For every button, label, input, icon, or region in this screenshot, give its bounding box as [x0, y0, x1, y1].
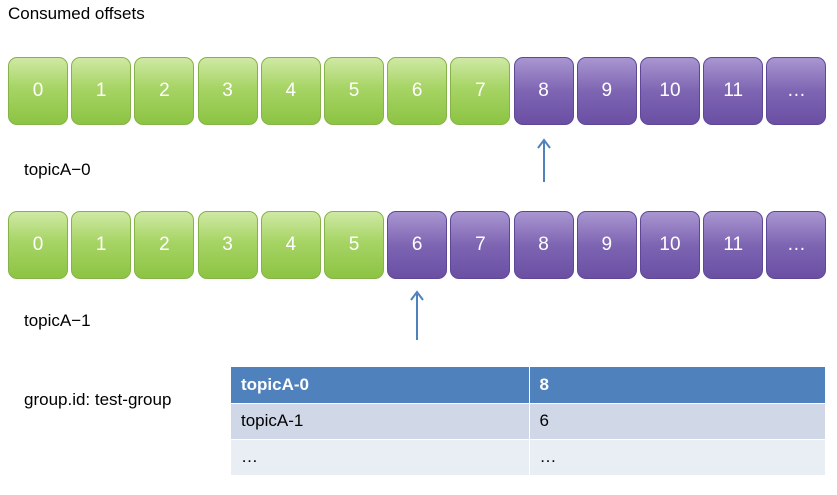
- table-cell: …: [529, 439, 825, 475]
- offset-cell: 5: [324, 57, 384, 125]
- diagram-title: Consumed offsets: [8, 4, 145, 23]
- offset-cell: 11: [703, 57, 764, 125]
- offset-cell: 6: [387, 57, 448, 125]
- table-cell: 6: [529, 403, 825, 439]
- table-cell: topicA-0: [231, 367, 530, 403]
- offset-cell: 9: [576, 211, 637, 279]
- partition-label-topicA-0: topicA−0: [24, 160, 91, 179]
- offset-cell: 11: [703, 211, 764, 279]
- offset-cell: 0: [8, 211, 68, 279]
- table-row: … …: [231, 439, 825, 475]
- offset-cell: 9: [576, 57, 637, 125]
- offset-cell: 4: [260, 211, 321, 279]
- offset-cell: 2: [134, 57, 195, 125]
- offset-cell: …: [766, 211, 827, 279]
- up-arrow-icon: [410, 290, 424, 340]
- offset-cell: 10: [640, 57, 700, 125]
- offset-cell: 2: [134, 211, 195, 279]
- offset-cell: 8: [513, 211, 574, 279]
- offset-cell: 7: [450, 211, 511, 279]
- offset-cell: …: [766, 57, 827, 125]
- offset-cell: 8: [513, 57, 574, 125]
- partition-label-topicA-1: topicA−1: [24, 311, 91, 330]
- offset-table: topicA-0 8 topicA-1 6 … …: [231, 367, 825, 476]
- table-row: topicA-1 6: [231, 403, 825, 439]
- offset-cell: 0: [8, 57, 68, 125]
- table-cell: topicA-1: [231, 403, 530, 439]
- offset-cell: 7: [450, 57, 511, 125]
- offset-cell: 1: [71, 57, 132, 125]
- table-cell: 8: [529, 367, 825, 403]
- table-row: topicA-0 8: [231, 367, 825, 403]
- table-cell: …: [231, 439, 530, 475]
- up-arrow-icon: [537, 138, 551, 182]
- offset-cell: 5: [324, 211, 384, 279]
- offset-cell: 6: [387, 211, 448, 279]
- group-id-label: group.id: test-group: [24, 390, 172, 409]
- offset-cell: 3: [197, 57, 258, 125]
- offset-cell: 1: [71, 211, 132, 279]
- offset-cell: 3: [197, 211, 258, 279]
- offset-cell: 4: [260, 57, 321, 125]
- offset-cell: 10: [640, 211, 700, 279]
